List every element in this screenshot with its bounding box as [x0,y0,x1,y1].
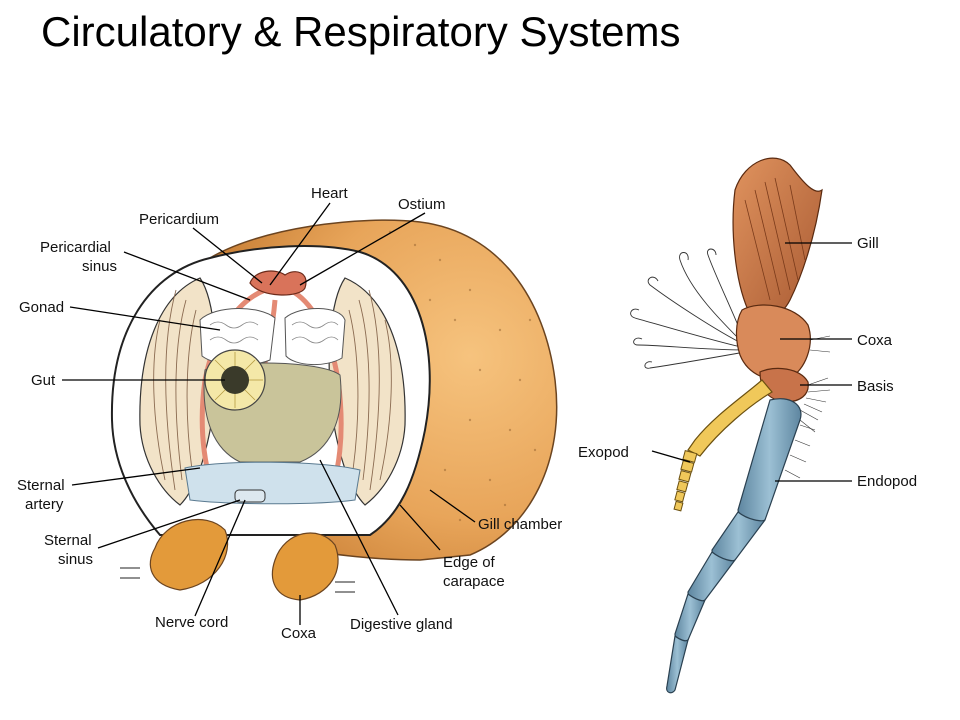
label-sternal-artery-line2: artery [25,496,64,513]
label-basis: Basis [857,378,894,395]
gill-lamellae [153,289,392,491]
label-ostium: Ostium [398,196,446,213]
label-exopod: Exopod [578,444,629,461]
labels-right: Gill Coxa Basis Exopod Endopod [578,235,917,490]
label-sternal-artery-line1: Sternal [17,477,65,494]
label-endopod: Endopod [857,473,917,490]
cross-section-diagram [110,219,558,601]
label-gonad: Gonad [19,299,64,316]
label-gut: Gut [31,372,56,389]
carapace-texture [388,230,537,522]
label-sternal-sinus-line2: sinus [58,551,93,568]
label-edge-carapace-line1: Edge of [443,554,496,571]
label-nerve-cord: Nerve cord [155,614,228,631]
appendage-diagram [630,157,831,694]
label-coxa-left: Coxa [281,625,317,642]
label-pericardial-sinus-line2: sinus [82,258,117,275]
leader-lines-left [62,202,476,625]
nerve-cord-organ [234,489,266,503]
page-title: Circulatory & Respiratory Systems [41,8,681,55]
label-gill: Gill [857,235,879,252]
exopod-flagellum [673,449,698,512]
label-sternal-sinus-line1: Sternal [44,532,92,549]
label-heart: Heart [311,185,349,202]
sternal-sinus-region [184,461,361,505]
setae-threads [630,248,746,369]
label-edge-carapace-line2: carapace [443,573,505,590]
label-pericardium: Pericardium [139,211,219,228]
label-gill-chamber: Gill chamber [478,516,562,533]
coxa-left [149,519,229,591]
label-digestive-gland: Digestive gland [350,616,453,633]
label-pericardial-sinus-line1: Pericardial [40,239,111,256]
labels-left: Heart Ostium Pericardium Pericardial sin… [17,185,562,642]
heart-organ [249,270,307,296]
leader-lines-right [651,242,852,482]
endopod-segment [666,398,802,694]
coxa-right [271,532,339,601]
label-coxa-right: Coxa [857,332,893,349]
